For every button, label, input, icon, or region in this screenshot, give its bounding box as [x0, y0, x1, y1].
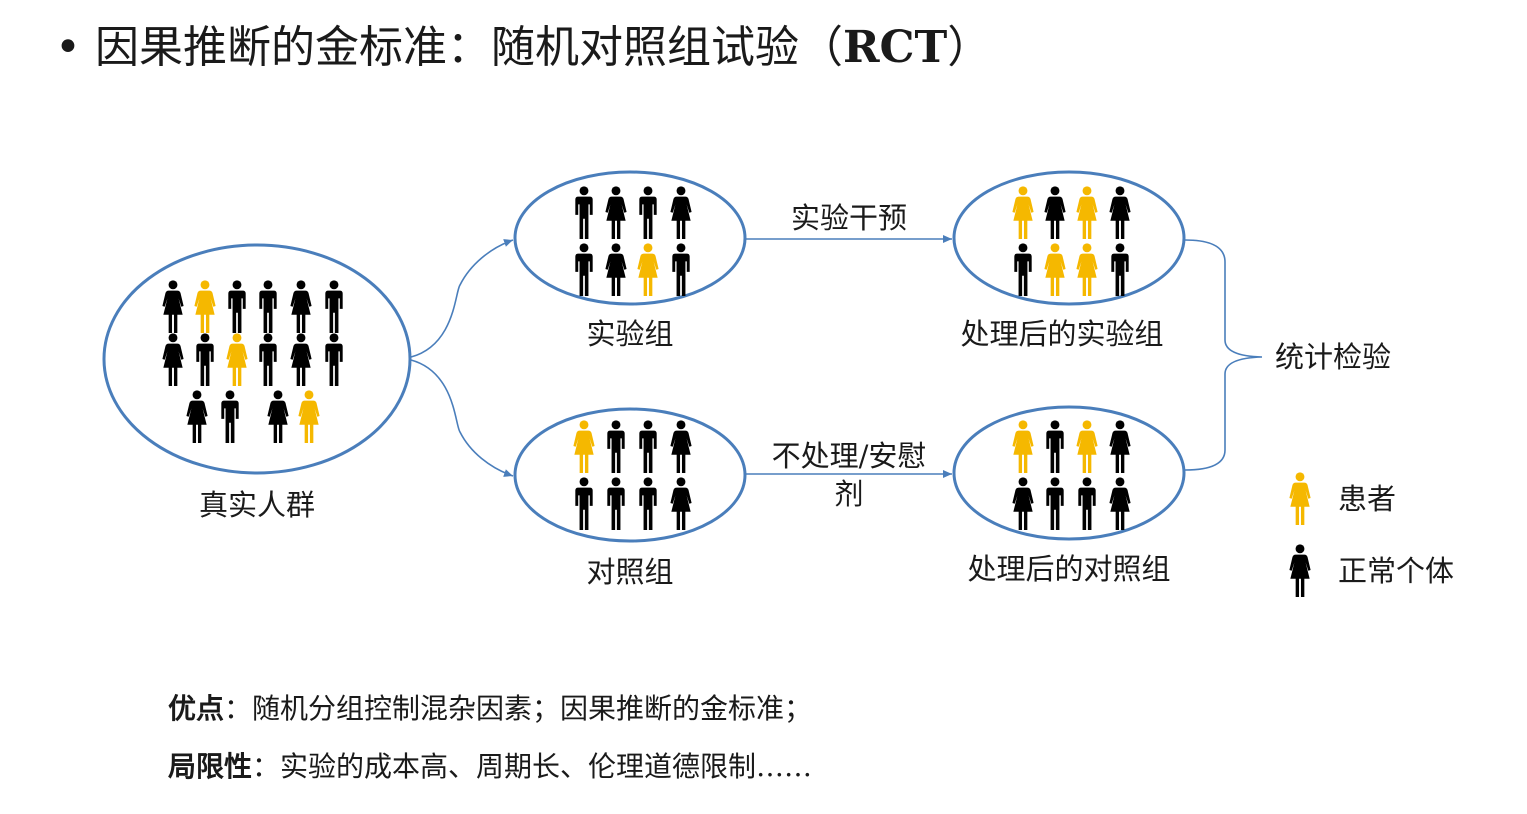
- treatment-group-label: 实验组: [586, 317, 674, 351]
- patient-person-icon: [1012, 186, 1034, 240]
- pros-text: ：随机分组控制混杂因素；因果推断的金标准；: [224, 692, 813, 725]
- cons-text: ：实验的成本高、周期长、伦理道德限制……: [252, 750, 813, 783]
- patient-person-icon: [226, 333, 248, 387]
- normal-person-icon: [1012, 477, 1034, 531]
- stat-test-label: 统计检验: [1275, 340, 1392, 374]
- legend-patient-label: 患者: [1338, 482, 1397, 516]
- normal-person-icon: [325, 280, 343, 334]
- normal-person-icon: [672, 243, 690, 297]
- intervention-label: 实验干预: [790, 201, 908, 235]
- normal-person-icon: [1044, 186, 1066, 240]
- normal-person-icon: [605, 243, 627, 297]
- normal-person-icon: [259, 333, 277, 387]
- patient-person-icon: [1076, 243, 1098, 297]
- patient-person-icon: [1076, 186, 1098, 240]
- title-bullet: •: [55, 22, 81, 73]
- stat-test-brace: [1184, 239, 1263, 471]
- cons-line: 局限性：实验的成本高、周期长、伦理道德限制……: [168, 738, 812, 796]
- patient-person-icon: [637, 243, 659, 297]
- normal-person-icon: [670, 477, 692, 531]
- normal-person-icon: [267, 390, 289, 444]
- treatment-group-ellipse: [513, 170, 747, 306]
- normal-person-icon: [162, 333, 184, 387]
- normal-person-icon: [639, 477, 657, 531]
- arrow-to-control-group: [410, 359, 514, 477]
- treated-after-people: [1012, 186, 1131, 297]
- normal-person-icon: [221, 390, 239, 444]
- page-title: • 因果推断的金标准：随机对照组试验（RCT）: [55, 18, 991, 78]
- normal-person-icon: [228, 280, 246, 334]
- title-abbr: RCT: [842, 22, 948, 73]
- normal-person-icon: [196, 333, 214, 387]
- treatment-group-people: [575, 186, 692, 297]
- normal-person-icon: [607, 477, 625, 531]
- normal-person-icon: [1046, 420, 1064, 474]
- patient-person-icon: [194, 280, 216, 334]
- patient-person-icon: [298, 390, 320, 444]
- normal-person-icon: [1014, 243, 1032, 297]
- pros-label: 优点: [168, 692, 225, 725]
- normal-person-icon: [259, 280, 277, 334]
- control-group-ellipse: [513, 407, 747, 543]
- placebo-label-line1: 不处理/安慰: [771, 439, 927, 473]
- population-label: 真实人群: [198, 488, 316, 522]
- normal-person-icon: [162, 280, 184, 334]
- normal-person-icon: [670, 420, 692, 474]
- legend-normal-icon: [1289, 544, 1311, 598]
- normal-person-icon: [607, 420, 625, 474]
- legend-normal-label: 正常个体: [1338, 554, 1455, 588]
- normal-person-icon: [639, 186, 657, 240]
- normal-person-icon: [290, 280, 312, 334]
- patient-person-icon: [1076, 420, 1098, 474]
- normal-person-icon: [575, 477, 593, 531]
- notes: 优点：随机分组控制混杂因素；因果推断的金标准； 局限性：实验的成本高、周期长、伦…: [168, 680, 812, 796]
- normal-person-icon: [670, 186, 692, 240]
- patient-person-icon: [573, 420, 595, 474]
- title-main: 因果推断的金标准：随机对照组试验（: [94, 22, 843, 73]
- normal-person-icon: [1109, 420, 1131, 474]
- normal-person-icon: [1078, 477, 1096, 531]
- normal-person-icon: [605, 186, 627, 240]
- normal-person-icon: [1111, 243, 1129, 297]
- arrow-to-treatment-group: [410, 239, 514, 358]
- cons-label: 局限性: [168, 750, 253, 783]
- control-after-label: 处理后的对照组: [967, 552, 1171, 586]
- control-after-ellipse: [952, 405, 1186, 541]
- patient-person-icon: [1044, 243, 1066, 297]
- population-people: [162, 280, 343, 444]
- treated-after-label: 处理后的实验组: [960, 317, 1164, 351]
- population-ellipse: [102, 243, 412, 475]
- legend-patient-icon: [1289, 472, 1311, 526]
- normal-person-icon: [1109, 477, 1131, 531]
- control-group-label: 对照组: [586, 555, 674, 589]
- normal-person-icon: [1046, 477, 1064, 531]
- normal-person-icon: [1109, 186, 1131, 240]
- control-after-people: [1012, 420, 1131, 531]
- placebo-label-line2: 剂: [834, 477, 864, 511]
- pros-line: 优点：随机分组控制混杂因素；因果推断的金标准；: [168, 680, 812, 738]
- patient-person-icon: [1012, 420, 1034, 474]
- normal-person-icon: [575, 243, 593, 297]
- normal-person-icon: [325, 333, 343, 387]
- control-group-people: [573, 420, 692, 531]
- normal-person-icon: [186, 390, 208, 444]
- title-close: ）: [947, 22, 992, 73]
- normal-person-icon: [575, 186, 593, 240]
- normal-person-icon: [290, 333, 312, 387]
- normal-person-icon: [639, 420, 657, 474]
- treated-after-ellipse: [952, 170, 1186, 306]
